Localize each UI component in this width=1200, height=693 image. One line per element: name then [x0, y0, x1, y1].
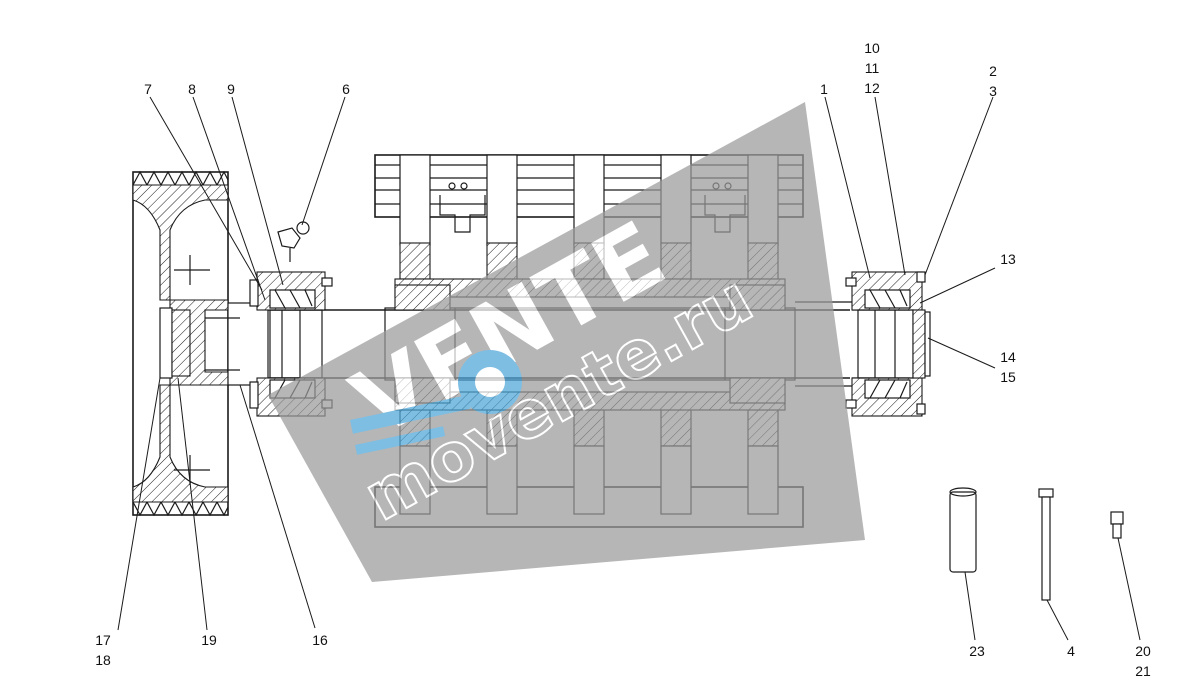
small-fitting-icon: [1110, 511, 1124, 539]
grease-nipple-icon: [277, 221, 310, 262]
callout-2: 2: [989, 63, 997, 79]
callout-21: 21: [1135, 663, 1151, 679]
callout-3: 3: [989, 83, 997, 99]
callout-19: 19: [201, 632, 217, 648]
callout-14: 14: [1000, 349, 1016, 365]
right-bearing-housing: [795, 271, 931, 417]
callout-20: 20: [1135, 643, 1151, 659]
leader-lines: [117, 96, 1141, 641]
callout-4: 4: [1067, 643, 1075, 659]
callout-9: 9: [227, 81, 235, 97]
callout-13: 13: [1000, 251, 1016, 267]
callout-7: 7: [144, 81, 152, 97]
callout-labels: 7 8 9 6 1 10 11 12 2 3 13 14 15 17 18 19…: [95, 40, 1151, 679]
callout-6: 6: [342, 81, 350, 97]
watermark: VENTE movente.ru: [268, 102, 865, 582]
callout-18: 18: [95, 652, 111, 668]
callout-17: 17: [95, 632, 111, 648]
callout-10: 10: [864, 40, 880, 56]
callout-16: 16: [312, 632, 328, 648]
watermark-logo-icon: [349, 350, 522, 455]
callout-1: 1: [820, 81, 828, 97]
pulley: [132, 170, 229, 517]
callout-11: 11: [865, 60, 880, 76]
callout-23: 23: [969, 643, 985, 659]
callout-12: 12: [864, 80, 880, 96]
bolt-icon: [1038, 488, 1054, 601]
callout-8: 8: [188, 81, 196, 97]
callout-15: 15: [1000, 369, 1016, 385]
pin-icon: [949, 487, 977, 573]
